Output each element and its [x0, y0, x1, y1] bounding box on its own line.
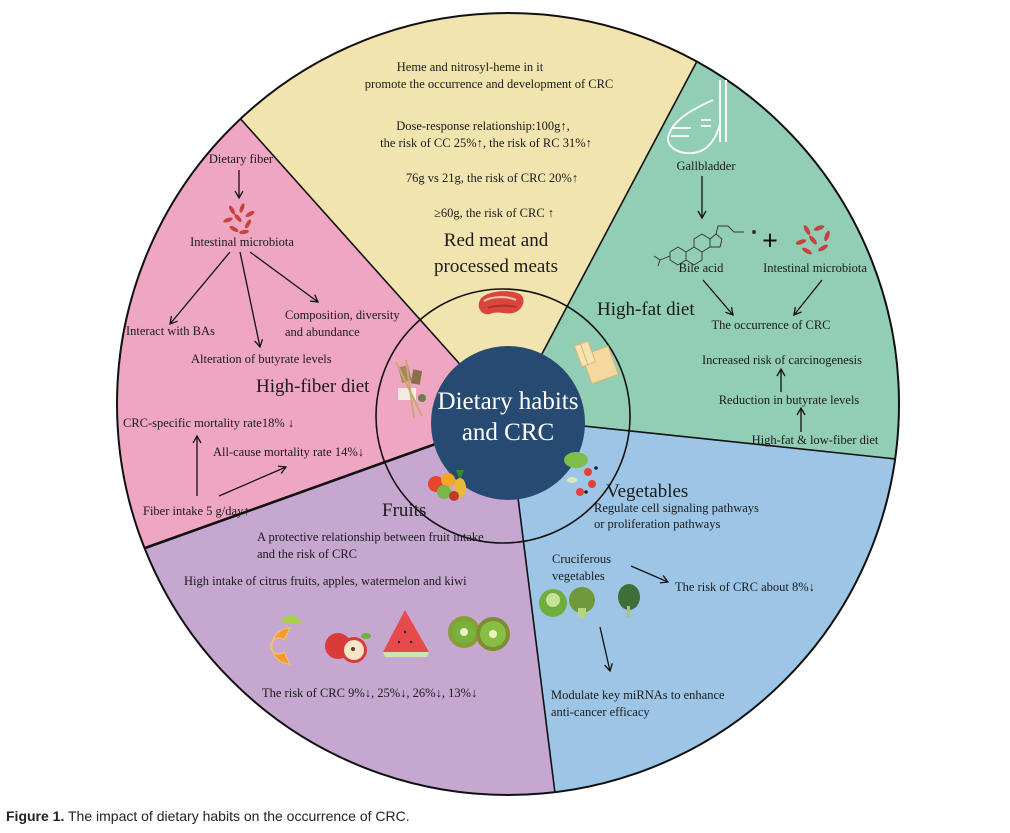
- arrow: [249, 251, 320, 303]
- fruits-text: A protective relationship between fruit …: [257, 530, 484, 544]
- gallbladder-label: Gallbladder: [676, 159, 736, 173]
- all-cause-label: All-cause mortality rate 14%↓: [213, 445, 364, 459]
- kale-icon: [618, 584, 640, 618]
- alteration-label: Alteration of butyrate levels: [191, 352, 332, 366]
- red-meat-text: promote the occurrence and development o…: [365, 77, 614, 91]
- fruits-text: and the risk of CRC: [257, 547, 357, 561]
- butter-icon: [573, 340, 619, 385]
- arrow: [218, 465, 288, 497]
- dietary-fiber-label: Dietary fiber: [209, 152, 274, 166]
- vegetables-title: Vegetables: [606, 481, 688, 502]
- arrow: [793, 279, 823, 317]
- composition-label: and abundance: [285, 325, 360, 339]
- figure-caption-text: The impact of dietary habits on the occu…: [64, 808, 410, 824]
- vegetables-text: Regulate cell signaling pathways: [594, 501, 759, 515]
- fruits-section: Fruits A protective relationship between…: [184, 470, 510, 700]
- red-meat-title: Red meat and: [444, 230, 549, 251]
- arrow: [702, 279, 734, 316]
- broccoli-icon: [569, 587, 595, 618]
- red-meat-text: Heme and nitrosyl-heme in it: [397, 60, 544, 74]
- steak-icon: [478, 291, 524, 315]
- inner-ring: [375, 288, 631, 544]
- salad-icon: [564, 452, 598, 496]
- high-fiber-section: Dietary fiber Intestinal microbiota Inte…: [123, 152, 426, 518]
- red-meat-text: the risk of CC 25%↑, the risk of RC 31%↑: [380, 136, 592, 150]
- outer-circle: [116, 12, 900, 796]
- red-meat-title: processed meats: [434, 256, 558, 277]
- mirna-label: anti-cancer efficacy: [551, 705, 650, 719]
- center-title-line1: Dietary habits: [438, 388, 579, 415]
- interact-bas-label: Interact with BAs: [126, 324, 215, 338]
- divider-line: [507, 417, 899, 471]
- bacteria-icon: [795, 225, 830, 255]
- watermelon-icon: [383, 610, 429, 657]
- high-fat-section: Gallbladder + Bile acid Intestin: [573, 80, 879, 447]
- gallbladder-icon: [667, 80, 727, 155]
- figure-caption: Figure 1. The impact of dietary habits o…: [6, 808, 410, 824]
- kiwi-icon: [448, 616, 510, 651]
- cabbage-icon: [539, 589, 567, 617]
- plus-symbol: +: [762, 226, 778, 257]
- center-circle: [431, 346, 585, 500]
- crc-mortality-label: CRC-specific mortality rate18% ↓: [123, 416, 294, 430]
- red-meat-text: 76g vs 21g, the risk of CRC 20%↑: [406, 171, 578, 185]
- sector-vegetables: [508, 418, 899, 795]
- arrow: [169, 251, 231, 326]
- fiber-intake-label: Fiber intake 5 g/day↑: [143, 504, 250, 518]
- fruit-basket-icon: [428, 470, 466, 501]
- composition-label: Composition, diversity: [285, 308, 400, 322]
- occurrence-label: The occurrence of CRC: [711, 318, 830, 332]
- fruits-risk-label: The risk of CRC 9%↓, 25%↓, 26%↓, 13%↓: [262, 686, 477, 700]
- fruits-title: Fruits: [382, 500, 426, 521]
- red-meat-section: Heme and nitrosyl-heme in it promote the…: [365, 60, 614, 315]
- fruits-text: High intake of citrus fruits, apples, wa…: [184, 574, 467, 588]
- bacteria-icon: [223, 203, 255, 235]
- arrow: [239, 251, 264, 349]
- figure-label: Figure 1.: [6, 808, 65, 824]
- cruciferous-label: vegetables: [552, 569, 605, 583]
- reduction-butyrate-label: Reduction in butyrate levels: [719, 393, 860, 407]
- increased-risk-label: Increased risk of carcinogenesis: [702, 353, 862, 367]
- intestinal-microbiota-label: Intestinal microbiota: [190, 235, 294, 249]
- grains-icon: [395, 359, 426, 419]
- arrow: [599, 626, 613, 673]
- red-meat-text: Dose-response relationship:100g↑,: [396, 119, 570, 133]
- cruciferous-label: Cruciferous: [552, 552, 611, 566]
- sector-red-meat: [170, 13, 740, 418]
- vegetables-text: or proliferation pathways: [594, 517, 720, 531]
- high-fat-low-fiber-label: High-fat & low-fiber diet: [752, 433, 879, 447]
- orange-icon: [270, 615, 302, 665]
- high-fat-title: High-fat diet: [597, 299, 695, 320]
- red-meat-text: ≥60g, the risk of CRC ↑: [434, 206, 554, 220]
- center-title-line2: and CRC: [462, 419, 554, 446]
- cruciferous-risk-label: The risk of CRC about 8%↓: [675, 580, 815, 594]
- intestinal-microbiota-label: Intestinal microbiota: [763, 261, 867, 275]
- divider-line: [117, 416, 509, 602]
- apple-icon: [325, 633, 371, 663]
- arrow: [630, 565, 670, 584]
- high-fiber-title: High-fiber diet: [256, 376, 370, 397]
- mirna-label: Modulate key miRNAs to enhance: [551, 688, 725, 702]
- vegetables-section: Vegetables Regulate cell signaling pathw…: [539, 452, 815, 719]
- bile-acid-structure-icon: [653, 225, 756, 267]
- bile-acid-label: Bile acid: [679, 261, 725, 275]
